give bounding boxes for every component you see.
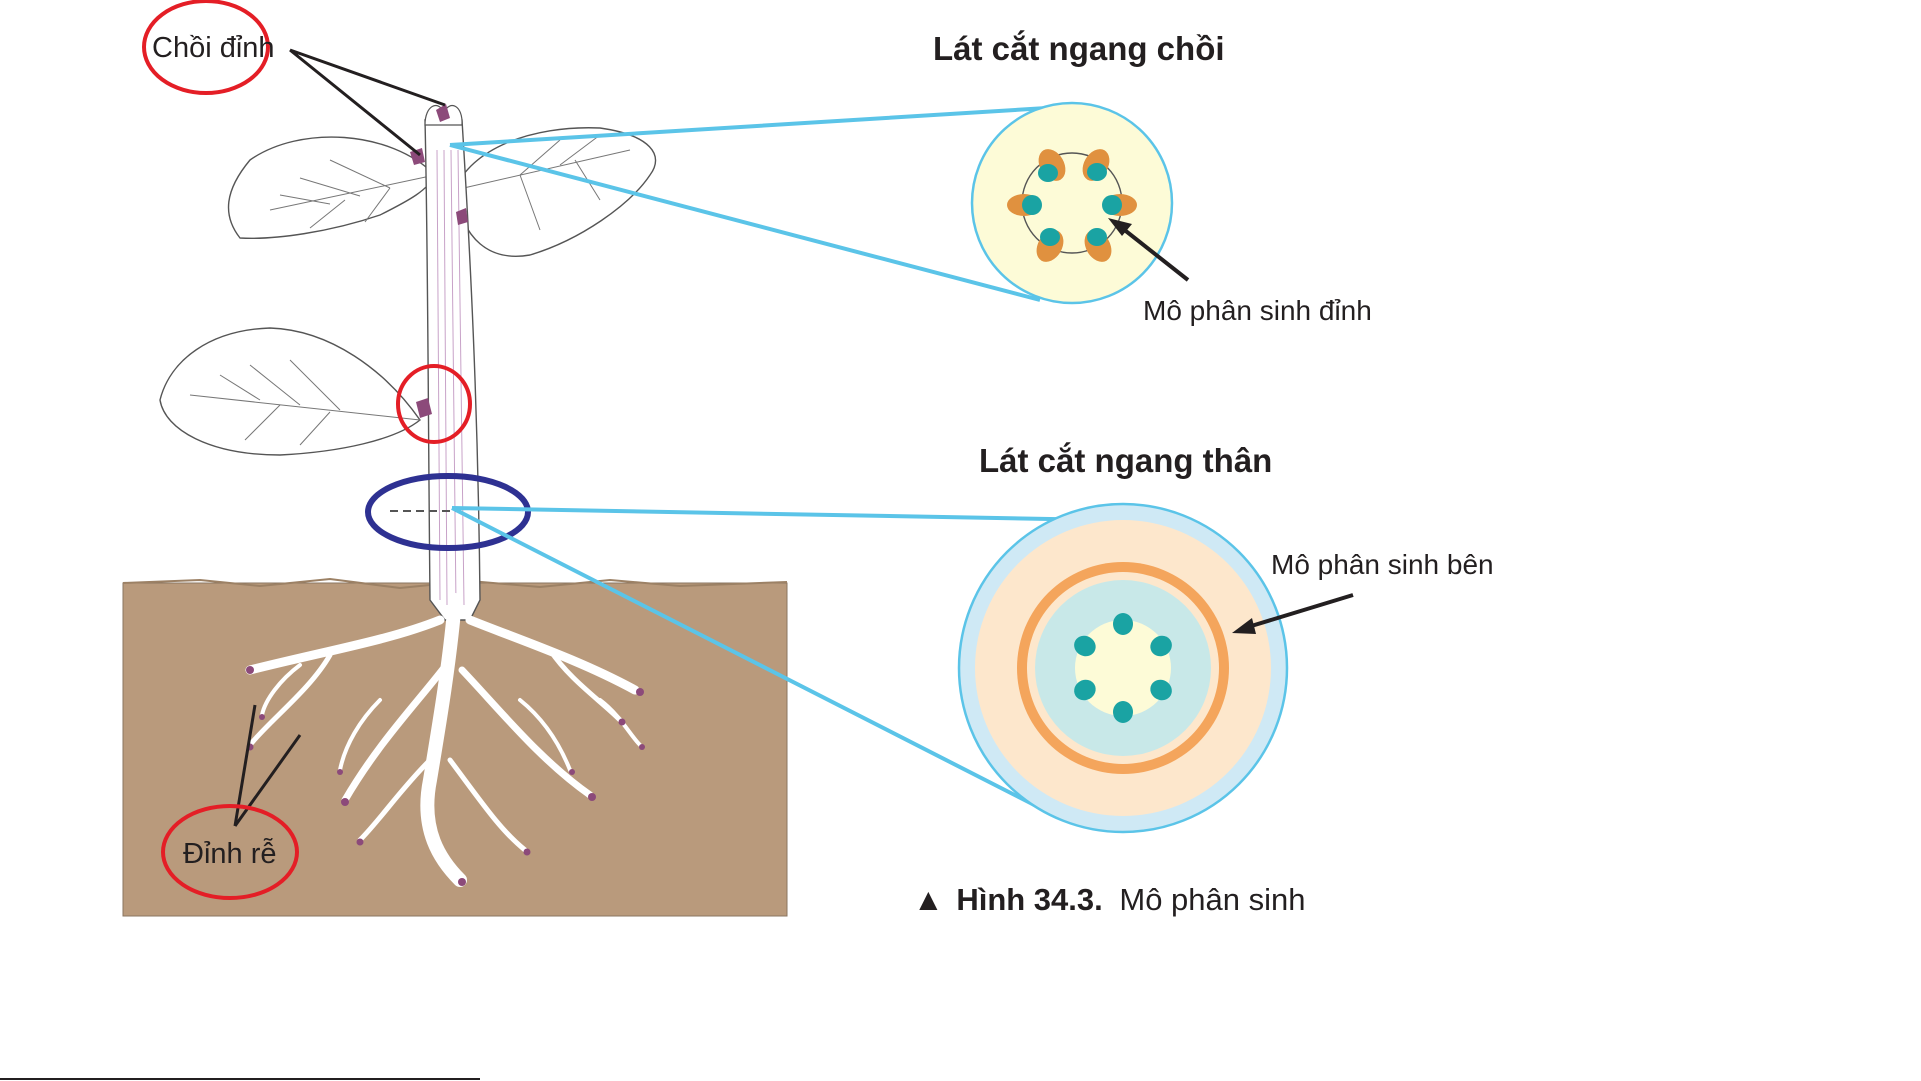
caption-text: Mô phân sinh [1119, 882, 1305, 917]
caption-number: Hình 34.3. [956, 882, 1102, 917]
caption-marker: ▲ [913, 882, 944, 917]
lower-left-leaf [160, 328, 420, 455]
apical-meristem-label: Mô phân sinh đỉnh [1143, 295, 1372, 326]
shoot-cross-section [972, 103, 1172, 303]
root-tip-label: Đỉnh rễ [183, 837, 277, 870]
lateral-meristem-label: Mô phân sinh bên [1271, 549, 1494, 580]
stem-section-title: Lát cắt ngang thân [979, 442, 1272, 479]
figure-caption: ▲ Hình 34.3. Mô phân sinh [913, 882, 1306, 917]
upper-left-leaf [229, 137, 435, 238]
shoot-apex-label: Chồi đỉnh [152, 32, 275, 64]
stem-cross-section [959, 504, 1287, 832]
shoot-section-title: Lát cắt ngang chồi [933, 30, 1225, 67]
